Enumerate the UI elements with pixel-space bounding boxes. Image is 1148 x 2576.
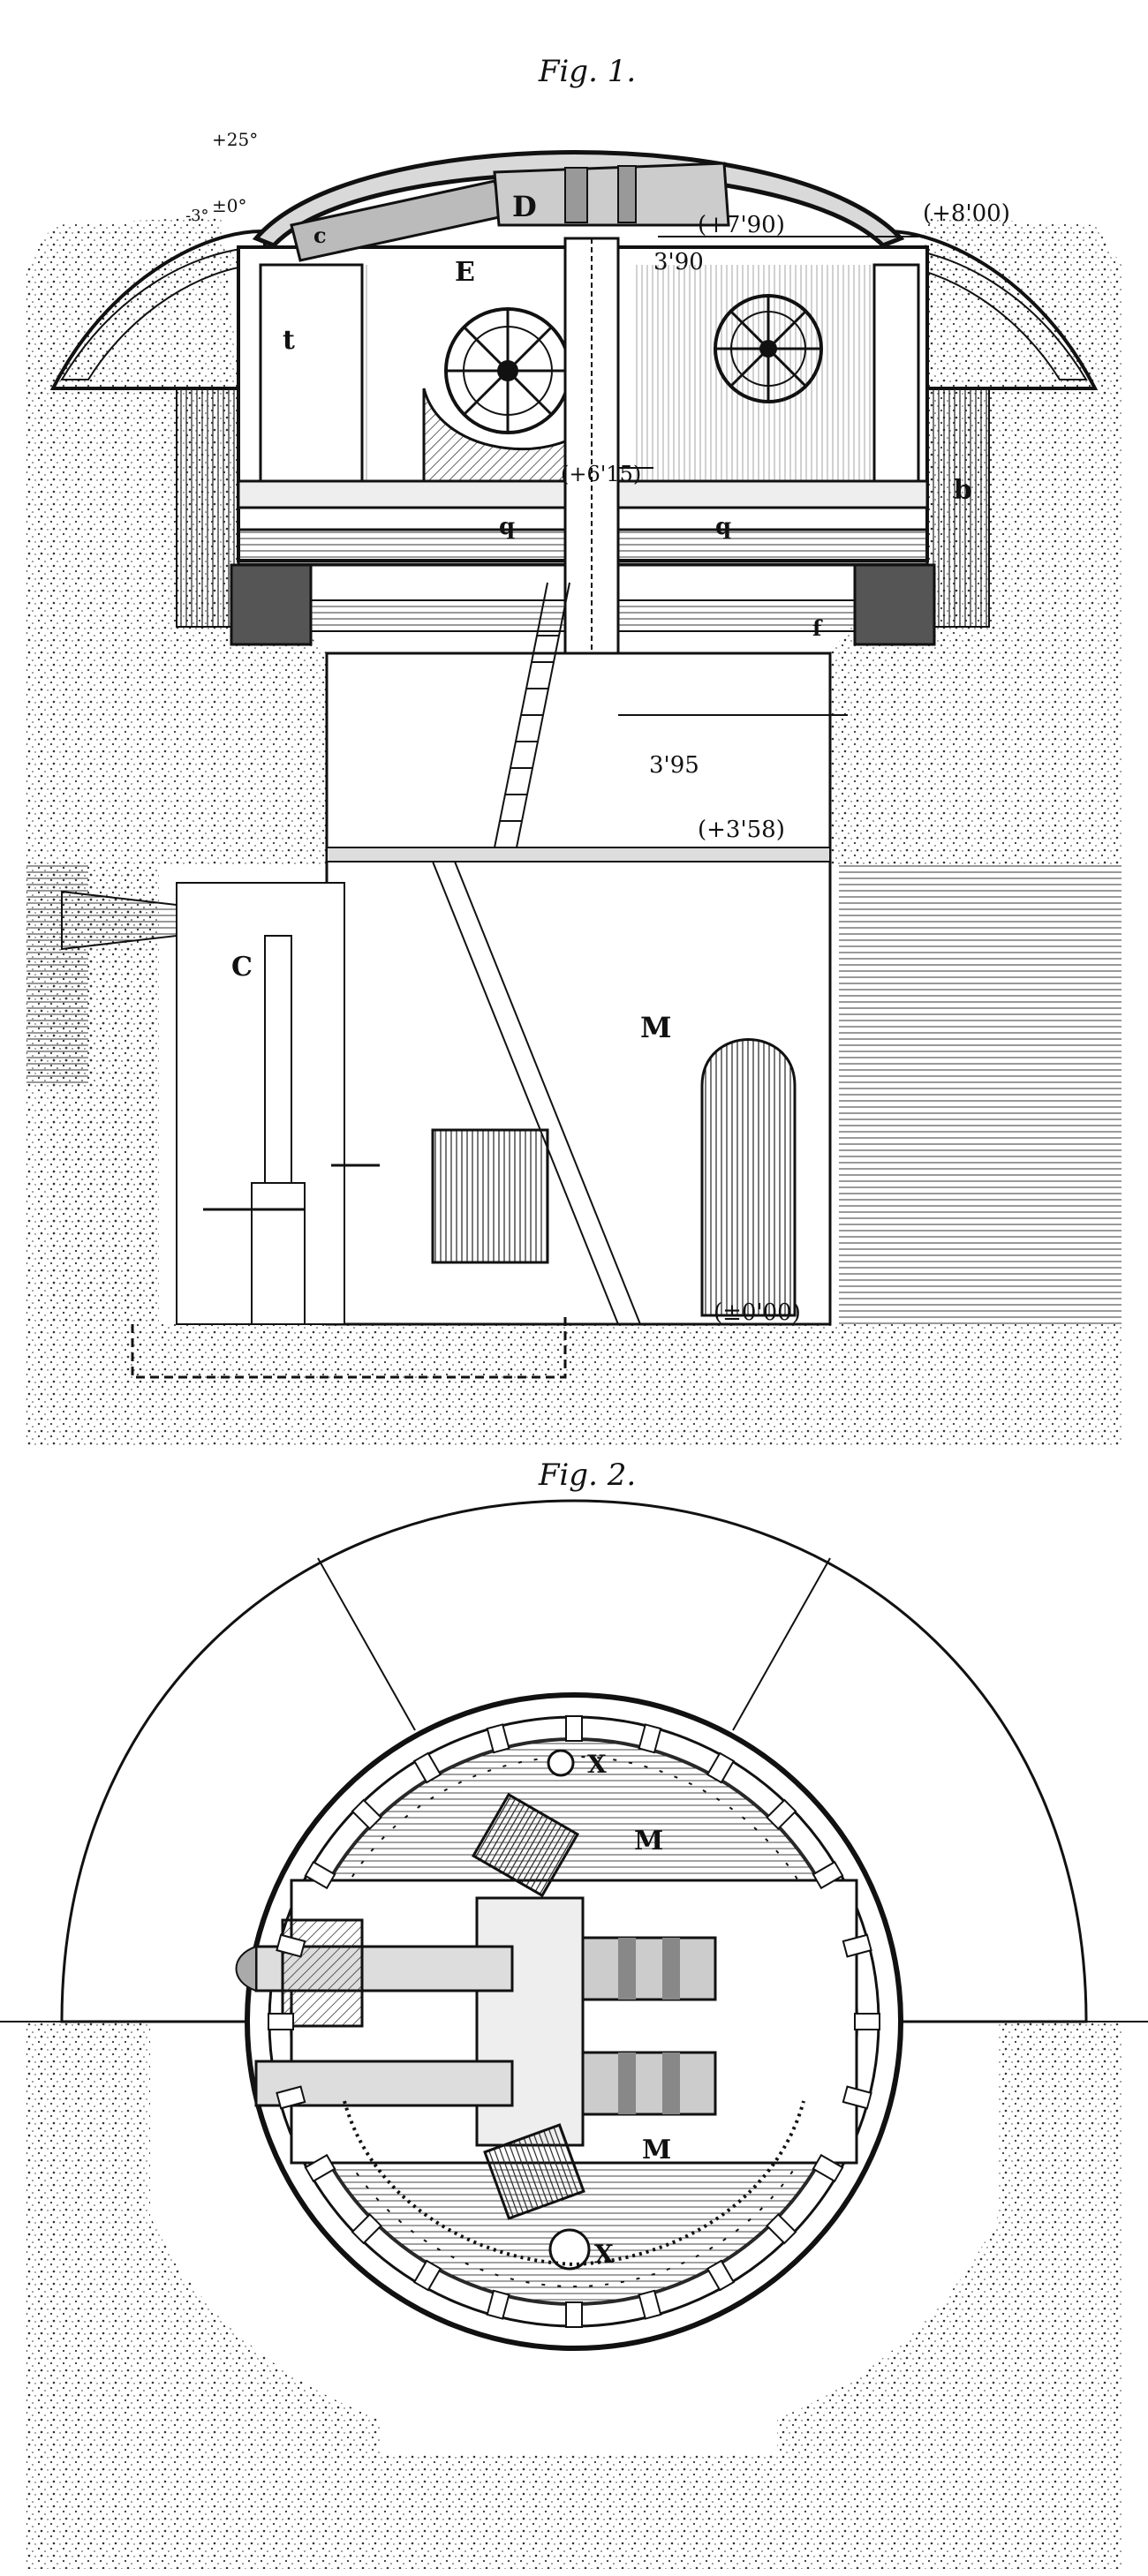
label-elevation-zero: ±0° [212, 195, 246, 216]
fig1-section-view: Fig. 1. [26, 54, 1122, 1448]
ground-base [26, 1324, 1122, 1448]
label-level-roof: (+7'90) [698, 212, 785, 238]
pipe-vertical [264, 935, 292, 1184]
plan-outer-cover [60, 1499, 1088, 2023]
training-rack [343, 2100, 805, 2267]
ring-lug [565, 2301, 583, 2328]
pillar-right [872, 263, 920, 487]
ring-lug [638, 2289, 662, 2320]
doorway-left [431, 1128, 549, 1264]
glacis-left [49, 229, 267, 390]
ventilation-duct [61, 890, 177, 951]
gun-cradle [475, 1896, 585, 2147]
label-f: f [812, 615, 823, 641]
archway-right [700, 1038, 797, 1317]
ring-lug [486, 2289, 510, 2320]
fig1-caption: Fig. 1. [538, 54, 636, 89]
ammo-lift-top [471, 1792, 580, 1898]
side-column-right [926, 388, 990, 628]
label-M-top: M [634, 1826, 663, 1857]
gun-barrel [290, 162, 730, 262]
turret-ring-lugs [268, 1715, 880, 2328]
ring-lug [766, 1798, 797, 1830]
label-level-mid: (+6'15) [561, 462, 641, 486]
label-level-floor: (+3'58) [698, 817, 785, 843]
ring-bearing-left [230, 563, 313, 646]
pinion-top [547, 1749, 575, 1777]
ring-lug [706, 1751, 736, 1784]
ladder-lower [432, 861, 641, 1325]
hand-wheel-right [714, 294, 823, 403]
label-D: D [512, 190, 537, 223]
label-E: E [455, 257, 475, 288]
pinion-bottom [548, 2228, 591, 2271]
hand-wheel-left [444, 307, 571, 434]
ring-lug [486, 1723, 510, 1754]
label-width-upper: 3'90 [653, 249, 704, 275]
label-M: M [640, 1011, 671, 1044]
ring-lug [351, 2213, 382, 2245]
ring-lug [812, 1860, 844, 1890]
label-q-right: q [715, 514, 731, 540]
ring-lug [276, 2085, 306, 2110]
gallery-wall-hatch-right [839, 865, 1122, 1324]
plan-earth-fill [26, 2022, 1122, 2569]
ring-lug [412, 1751, 442, 1784]
label-b: b [954, 475, 972, 506]
label-depression: -3° [185, 207, 209, 225]
ring-lug [565, 1715, 583, 1742]
label-q-left: q [499, 514, 515, 540]
gun-port-block [281, 1918, 364, 2028]
ladder-upper [494, 582, 570, 848]
cupola-roof [252, 150, 905, 248]
hand-pump [251, 1182, 306, 1325]
label-height-shaft: 3'95 [649, 752, 699, 779]
ring-lug [304, 1860, 336, 1890]
label-X-top: X [587, 1750, 607, 1779]
label-elevation-max: +25° [212, 129, 258, 150]
interior-panels-right [636, 265, 918, 486]
fig2-caption: Fig. 2. [538, 1457, 636, 1493]
ring-bearing-right [853, 563, 936, 646]
label-level-top: (+8'00) [923, 200, 1010, 227]
plan-gun-lower [254, 2051, 717, 2116]
left-gallery [176, 882, 345, 1325]
ring-lug [842, 1933, 872, 1958]
ring-lug [706, 2259, 736, 2292]
label-level-ground: (±0'00) [714, 1299, 801, 1326]
side-column-left [176, 388, 239, 628]
upper-floor [326, 847, 831, 862]
ring-lug [268, 2013, 294, 2030]
drain-pipe [131, 1315, 567, 1379]
ring-lug [812, 2153, 844, 2183]
ring-lug [842, 2085, 872, 2110]
ring-lug [854, 2013, 880, 2030]
ring-lug [412, 2259, 442, 2292]
pillar-left [259, 263, 364, 487]
ring-lug [351, 1798, 382, 1830]
ring-lug [304, 2153, 336, 2183]
label-M-bottom: M [642, 2135, 671, 2165]
ammo-lift-bottom [483, 2123, 585, 2220]
label-X-bottom: X [594, 2240, 614, 2269]
fig2-plan-view: Fig. 2. [0, 1457, 1148, 2569]
label-C: C [231, 952, 253, 983]
label-c: c [313, 222, 327, 248]
ring-lug [638, 1723, 662, 1754]
label-t: t [283, 325, 295, 356]
ring-lug [766, 2213, 797, 2245]
ring-lug [276, 1933, 306, 1958]
